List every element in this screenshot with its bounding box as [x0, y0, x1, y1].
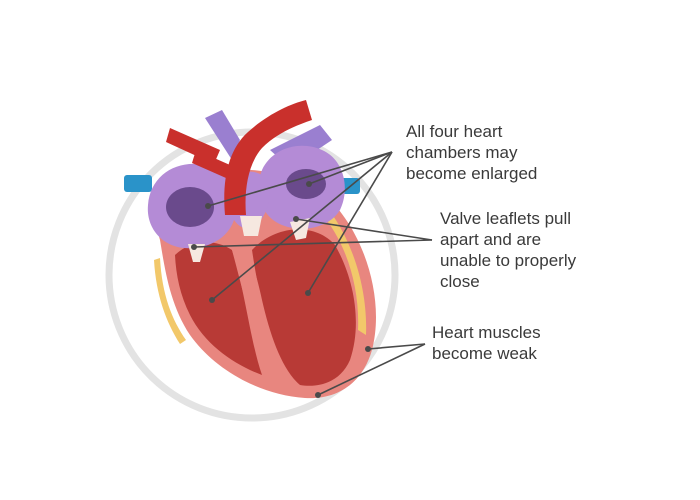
aortic-valve [240, 216, 262, 236]
leader-lines-valves [193, 218, 433, 248]
leader-lines-muscles [317, 343, 426, 396]
aorta [224, 100, 312, 215]
right-atrium-inner [166, 187, 214, 227]
annotation-valve-leaflets: Valve leaflets pull apart and are unable… [440, 209, 577, 291]
pericardial-fat-left [154, 258, 186, 344]
annotation-heart-muscles-weak: Heart muscles become weak [432, 323, 541, 363]
annotation-chambers-enlarged: All four heart chambers may become enlar… [406, 122, 538, 183]
leader-lines-chambers [207, 151, 393, 301]
pulmonary-artery [205, 110, 240, 160]
aorta-branch-2 [192, 150, 230, 178]
leader-points-muscles [315, 346, 371, 398]
left-ventricle-chamber [252, 229, 356, 386]
leader-points-valves [191, 216, 299, 250]
right-ventricle-chamber [175, 242, 262, 375]
leader-points-chambers [205, 181, 312, 303]
septum [232, 246, 285, 380]
pericardial-fat [320, 205, 367, 335]
left-pulmonary-vein [124, 175, 152, 192]
